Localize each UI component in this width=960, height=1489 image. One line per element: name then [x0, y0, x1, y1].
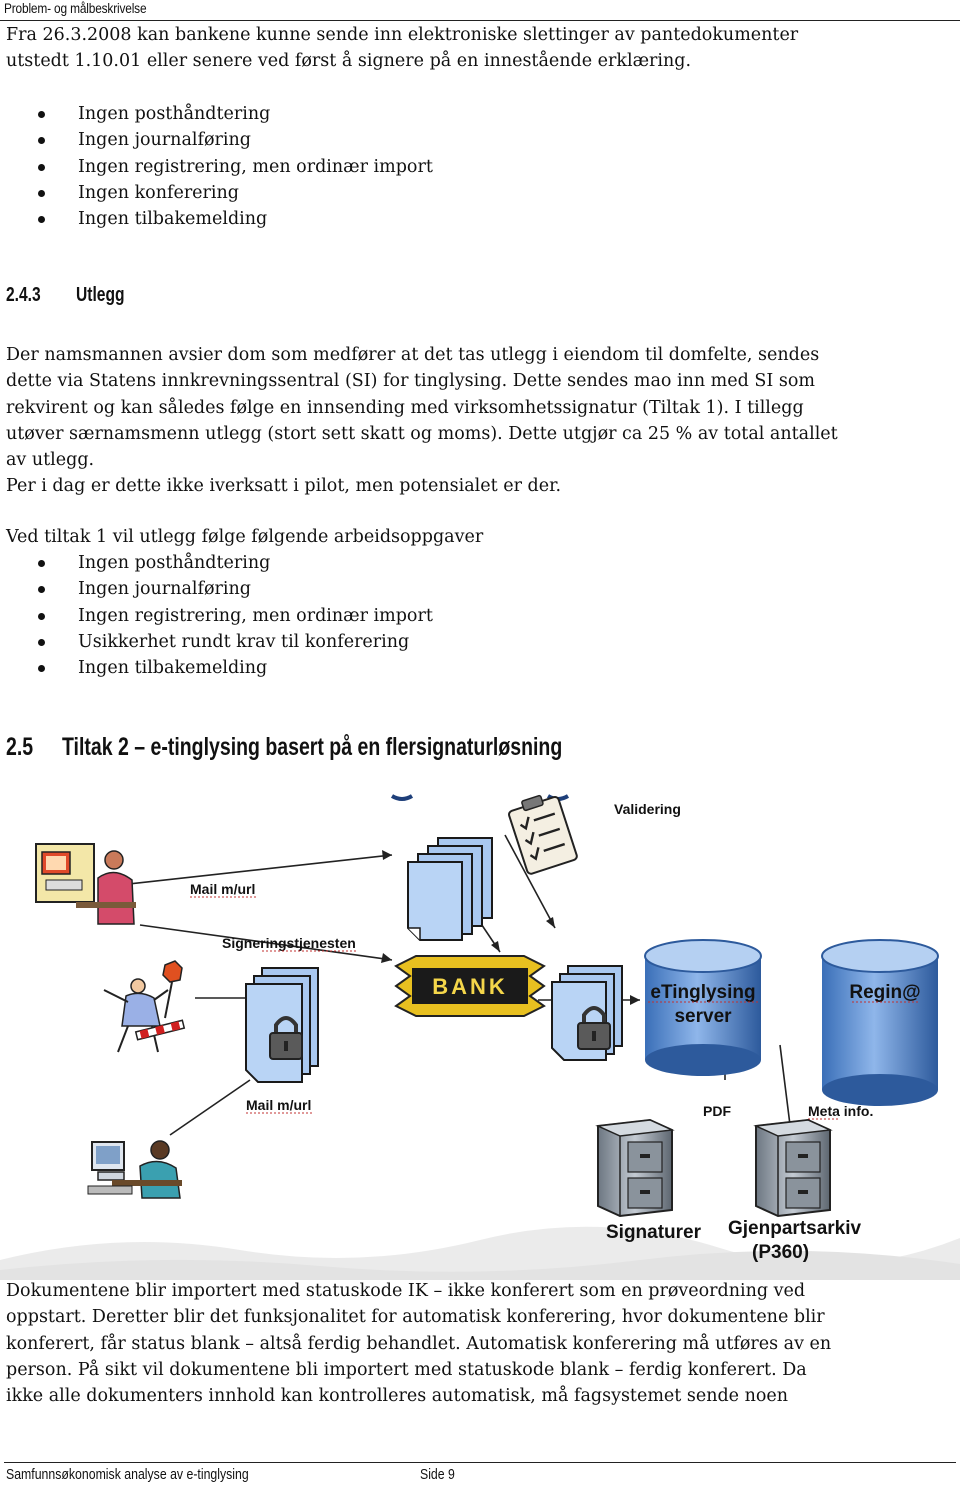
p360-label: (P360): [752, 1242, 809, 1263]
bullet-icon: [38, 111, 45, 118]
bullet-icon: [38, 137, 45, 145]
paragraph-line: Der namsmannen avsier dom som medfører a…: [6, 345, 820, 365]
list-item: Ingen journalføring: [6, 127, 433, 153]
arrow: [504, 834, 556, 929]
signeringstjenesten-label: Signeringstjenesten: [222, 935, 356, 951]
lock-icon: [577, 1006, 611, 1050]
section-number-243: 2.4.3: [6, 284, 41, 306]
signed-document-stack-left: [245, 967, 319, 1083]
footer-rule: [4, 1462, 956, 1463]
list-item: Usikkerhet rundt krav til konferering: [6, 629, 433, 655]
meta-info-label: Meta info.: [808, 1103, 873, 1119]
etinglysing-label: eTinglysing: [650, 982, 755, 1003]
etinglysing-server-database-icon: [644, 939, 762, 1076]
arrow: [779, 1044, 791, 1126]
paragraph-line: konferert, får status blank – altså ferd…: [6, 1333, 832, 1354]
signaturer-label: Signaturer: [606, 1222, 702, 1243]
bullet-icon: [38, 612, 45, 620]
arrow: [139, 924, 393, 961]
arrow-heads: [381, 850, 640, 1005]
list-item: Ingen registrering, men ordinær import: [6, 603, 433, 629]
bullet-icon: [38, 189, 45, 197]
section-title-tiltak2: Tiltak 2 – e-tinglysing basert på en fle…: [62, 733, 563, 761]
bullet-icon: [38, 586, 45, 594]
list-item: Ingen posthåndtering: [6, 550, 433, 576]
bullet-icon: [38, 638, 45, 646]
arrow-head: [546, 917, 555, 928]
intro-line: utstedt 1.10.01 eller senere ved først å…: [6, 51, 692, 72]
paragraph-line: oppstart. Deretter blir det funksjonalit…: [6, 1307, 825, 1328]
running-header: Problem- og målbeskrivelse: [4, 0, 147, 16]
person-computer-icon: [35, 843, 136, 925]
flersignatur-diagram: Validering Mail m/url Signeringstjeneste…: [0, 794, 960, 1280]
list-item: Ingen tilbakemelding: [6, 206, 433, 232]
gjenpartsarkiv-label: Gjenpartsarkiv: [728, 1218, 861, 1239]
regina-database-icon: [821, 939, 939, 1106]
arrow-head: [491, 941, 500, 952]
section-number-25: 2.5: [6, 733, 34, 761]
intro-line: Fra 26.3.2008 kan bankene kunne sende in…: [6, 25, 799, 45]
paragraph-line: ikke alle dokumenters innhold kan kontro…: [6, 1386, 789, 1407]
paragraph-line: person. På sikt vil dokumentene bli impo…: [6, 1359, 807, 1380]
arrow-head: [630, 995, 640, 1005]
gjenpartsarkiv-filing-cabinet-icon: [753, 1118, 833, 1218]
background-landscape: [0, 1226, 960, 1280]
section-title-utlegg: Utlegg: [76, 284, 125, 306]
arrow: [169, 1079, 251, 1136]
arrow: [119, 854, 393, 886]
list-item: Ingen journalføring: [6, 576, 433, 602]
bullet-icon: [38, 216, 45, 224]
closing-paragraph: Dokumentene blir importert med statuskod…: [6, 1278, 831, 1409]
document-stack-top: [407, 837, 493, 941]
tiltak1-intro-line: Ved tiltak 1 vil utlegg følge følgende a…: [6, 527, 484, 547]
validation-clipboard-icon: [508, 794, 578, 875]
list-item: Ingen konferering: [6, 180, 433, 206]
signing-gate-figure-icon: [103, 960, 186, 1053]
pdf-label: PDF: [703, 1103, 731, 1119]
paragraph-line: Dokumentene blir importert med statuskod…: [6, 1281, 806, 1301]
bullet-icon: [38, 560, 45, 567]
mail-url-label-top: Mail m/url: [190, 881, 255, 897]
footer-doc-title: Samfunnsøkonomisk analyse av e-tinglysin…: [6, 1466, 249, 1483]
regina-label: Regin@: [849, 982, 920, 1003]
paragraph-line: av utlegg.: [6, 450, 95, 471]
mail-url-label-bottom: Mail m/url: [246, 1097, 311, 1113]
lock-icon: [269, 1016, 303, 1060]
bank-label: BANK: [432, 974, 508, 999]
paragraph-line: Per i dag er dette ikke iverksatt i pilo…: [6, 476, 562, 497]
bullet-list-1: Ingen posthåndtering Ingen journalføring…: [6, 101, 433, 232]
paragraph-line: utøver særnamsmenn utlegg (stort sett sk…: [6, 423, 838, 444]
paragraph-line: dette via Statens innkrevningssentral (S…: [6, 371, 815, 392]
intro-paragraph: Fra 26.3.2008 kan bankene kunne sende in…: [6, 22, 798, 75]
arrow-head: [381, 953, 392, 963]
footer-page-number: Side 9: [420, 1466, 455, 1483]
validering-label: Validering: [614, 801, 681, 817]
signature-filing-cabinet-icon: [595, 1118, 675, 1218]
bank-icon: BANK: [394, 955, 546, 1017]
arrow-head: [382, 850, 392, 860]
header-rule: [0, 20, 960, 21]
paragraph-line: rekvirent og kan således følge en innsen…: [6, 397, 804, 418]
bullet-icon: [38, 665, 45, 673]
list-item: Ingen registrering, men ordinær import: [6, 154, 433, 180]
cut-off-graphic: [390, 794, 414, 801]
bullet-icon: [38, 163, 45, 171]
utlegg-paragraph: Der namsmannen avsier dom som medfører a…: [6, 342, 838, 500]
server-label: server: [674, 1006, 732, 1027]
bullet-list-2: Ingen posthåndtering Ingen journalføring…: [6, 550, 433, 681]
list-item: Ingen posthåndtering: [6, 101, 433, 127]
person-computer-icon: [87, 1140, 182, 1199]
list-item: Ingen tilbakemelding: [6, 655, 433, 681]
